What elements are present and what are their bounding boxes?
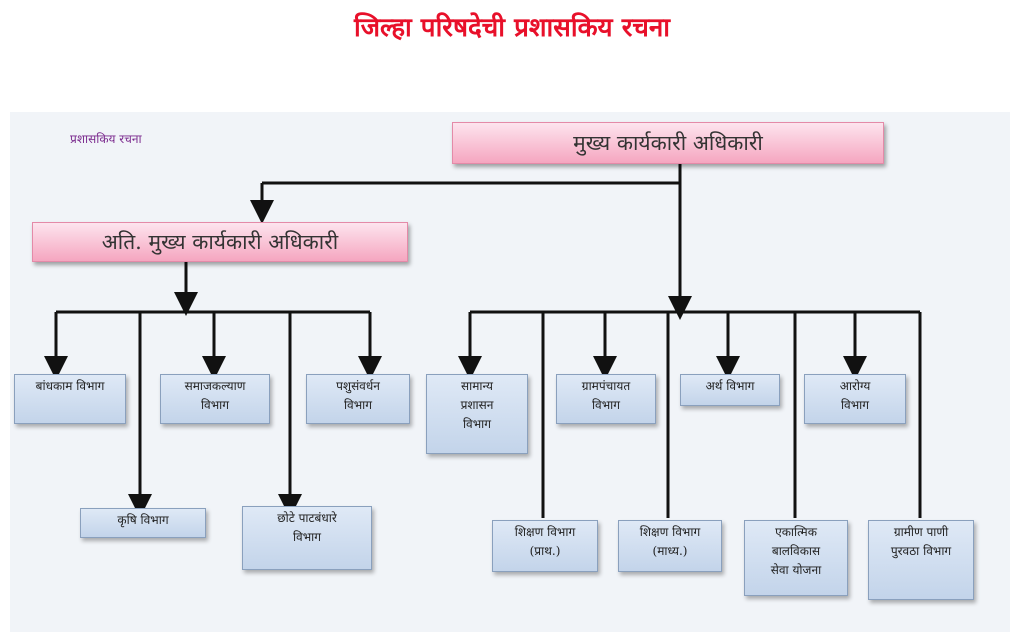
dept-grampanchayat: ग्रामपंचायत विभाग <box>556 374 656 424</box>
dept-krushi: कृषि विभाग <box>80 508 206 538</box>
dept-samajkalyan: समाजकल्याण विभाग <box>160 374 270 424</box>
dept-shikshan-prathamik: शिक्षण विभाग (प्राथ.) <box>492 520 598 572</box>
dept-arogya: आरोग्य विभाग <box>804 374 906 424</box>
dept-shikshan-madhyamik: शिक्षण विभाग (माध्य.) <box>618 520 722 572</box>
dept-bandhkam: बांधकाम विभाग <box>14 374 126 424</box>
dept-balvikas: एकात्मिक बालविकास सेवा योजना <box>744 520 848 596</box>
page-title: जिल्हा परिषदेची प्रशासकिय रचना <box>353 13 670 43</box>
dept-chhote-patbandhare: छोटे पाटबंधारे विभाग <box>242 506 372 570</box>
dept-samanya-prashasan: सामान्य प्रशासन विभाग <box>426 374 528 454</box>
dept-pashusanvardhan: पशुसंवर्धन विभाग <box>306 374 410 424</box>
addl-ceo-box: अति. मुख्य कार्यकारी अधिकारी <box>32 222 408 262</box>
dept-gramin-pani: ग्रामीण पाणी पुरवठा विभाग <box>868 520 974 600</box>
dept-artha: अर्थ विभाग <box>680 374 780 406</box>
chart-caption: प्रशासकिय रचना <box>70 132 142 146</box>
ceo-box: मुख्य कार्यकारी अधिकारी <box>452 122 884 164</box>
